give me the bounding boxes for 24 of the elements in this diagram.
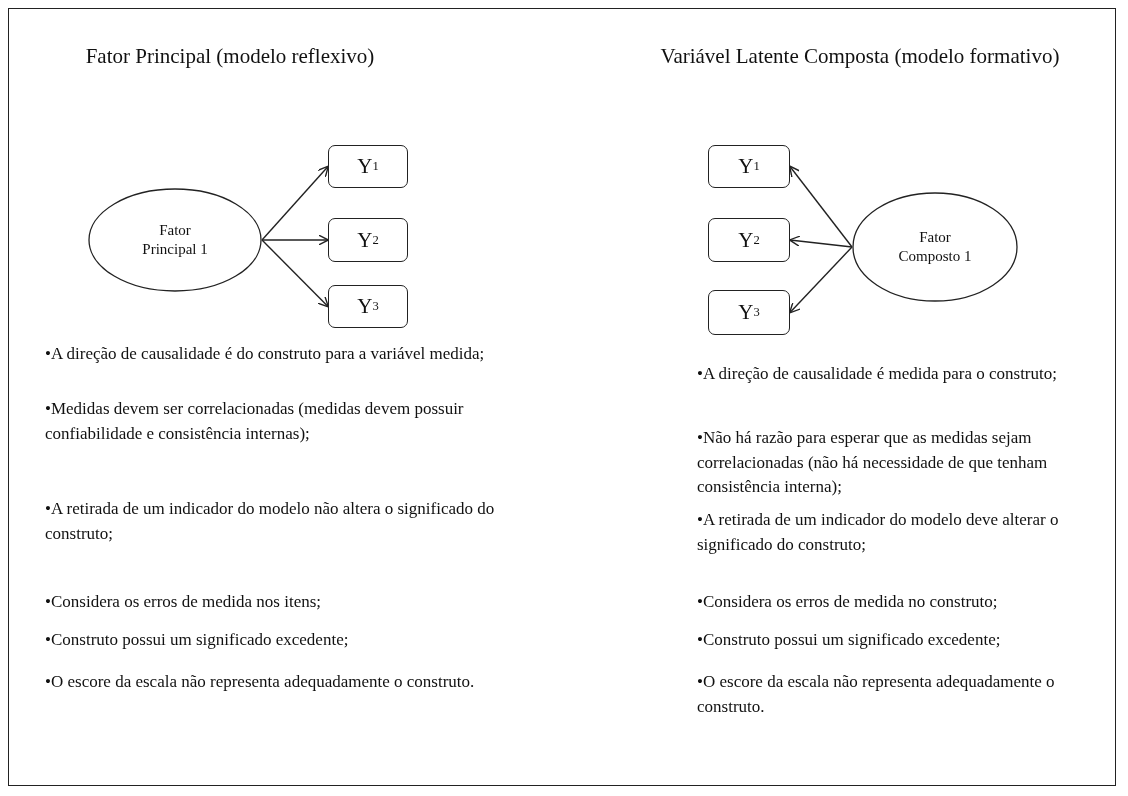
arrow xyxy=(261,239,330,308)
bullet-text: •Construto possui um significado excedente; xyxy=(45,629,350,651)
bullet-text: •A retirada de um indicador do modelo deve alterar o significado do construto; xyxy=(697,509,1060,556)
arrow xyxy=(788,246,853,314)
bullet-text: •Considera os erros de medida no construto; xyxy=(697,591,999,613)
column-heading: Fator Principal (modelo reflexivo) xyxy=(84,43,376,70)
factor-ellipse xyxy=(852,192,1018,302)
factor-ellipse xyxy=(88,188,262,292)
bullet-text: •O escore da escala não representa adequadamente o construto. xyxy=(45,671,476,693)
factor-name: Fator Composto 1 xyxy=(897,227,973,266)
bullet-text: •Construto possui um significado excedente; xyxy=(697,629,1002,651)
arrow xyxy=(789,165,853,248)
bullet-text: •O escore da escala não representa adequadamente o construto. xyxy=(697,671,1056,718)
arrow xyxy=(261,165,330,241)
bullet-text: •Considera os erros de medida nos itens; xyxy=(45,591,322,613)
bullet-text: •A direção de causalidade é medida para o construto; xyxy=(697,363,1058,385)
factor-name: Fator Principal 1 xyxy=(141,220,209,259)
bullet-text: •A retirada de um indicador do modelo não altera o significado do construto; xyxy=(45,498,496,545)
column-heading: Variável Latente Composta (modelo formativo) xyxy=(659,43,1061,70)
arrow xyxy=(261,234,330,246)
bullet-text: •Medidas devem ser correlacionadas (medidas devem possuir confiabilidade e consistência internas); xyxy=(45,398,465,445)
bullet-text: •Não há razão para esperar que as medidas sejam correlacionadas (não há necessidade de que tenham consistência interna); xyxy=(697,427,1049,499)
bullet-text: •A direção de causalidade é do construto para a variável medida; xyxy=(45,343,486,365)
arrow xyxy=(788,235,853,248)
